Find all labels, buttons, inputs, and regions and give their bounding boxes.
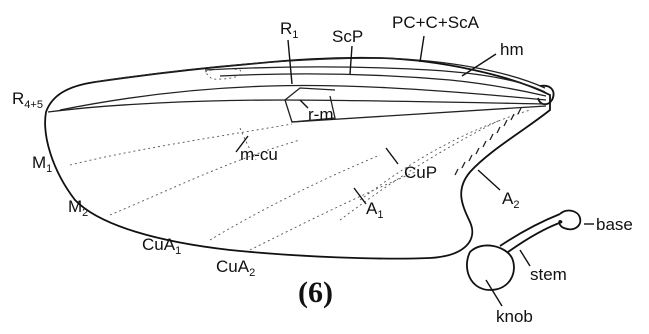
label-m1: M1	[32, 153, 52, 175]
label-scp: ScP	[332, 27, 363, 46]
knob-leader	[486, 280, 502, 306]
label-a1: A1	[366, 199, 383, 221]
label-rm: r-m	[308, 105, 333, 124]
label-hm: hm	[500, 40, 524, 59]
haltere-labels: base stem knob	[496, 215, 633, 326]
label-cup: CuP	[404, 163, 437, 182]
label-mcu: m-cu	[240, 145, 278, 164]
stem-leader	[520, 250, 530, 266]
haltere-base	[559, 211, 580, 230]
label-m2: M2	[68, 197, 88, 219]
label-cua2: CuA2	[216, 257, 255, 279]
cup-vein	[360, 110, 530, 200]
wing-drawing	[45, 58, 553, 259]
scp-leader	[350, 46, 352, 74]
label-base: base	[596, 215, 633, 234]
haltere-stem	[500, 214, 562, 252]
rm-leader	[300, 100, 308, 108]
label-stem: stem	[530, 265, 567, 284]
a1-leader	[354, 188, 366, 204]
r1-vein	[60, 86, 546, 110]
haltere-knob	[467, 245, 514, 290]
pc-c-sca-leader	[420, 36, 424, 62]
panel-label: (6)	[298, 276, 333, 309]
cup-leader	[386, 148, 398, 164]
wing-outline	[45, 58, 550, 259]
label-knob: knob	[496, 307, 533, 326]
a2-leader	[478, 170, 500, 190]
label-pc-c-sca: PC+C+ScA	[392, 13, 480, 32]
label-r45: R4+5	[12, 89, 43, 111]
subcosta-vein	[205, 67, 545, 92]
label-r1: R1	[280, 19, 298, 41]
label-a2: A2	[502, 189, 519, 211]
hm-leader	[462, 54, 496, 76]
cua2-vein	[250, 170, 420, 250]
wing-labels: R1 ScP PC+C+ScA hm R4+5 r-m m-cu M1 M2 C…	[12, 13, 524, 279]
r1-leader	[288, 40, 292, 84]
haltere-drawing	[467, 211, 594, 306]
label-cua1: CuA1	[142, 235, 181, 257]
pterostigma	[205, 69, 241, 79]
anal-fringe	[455, 108, 521, 175]
